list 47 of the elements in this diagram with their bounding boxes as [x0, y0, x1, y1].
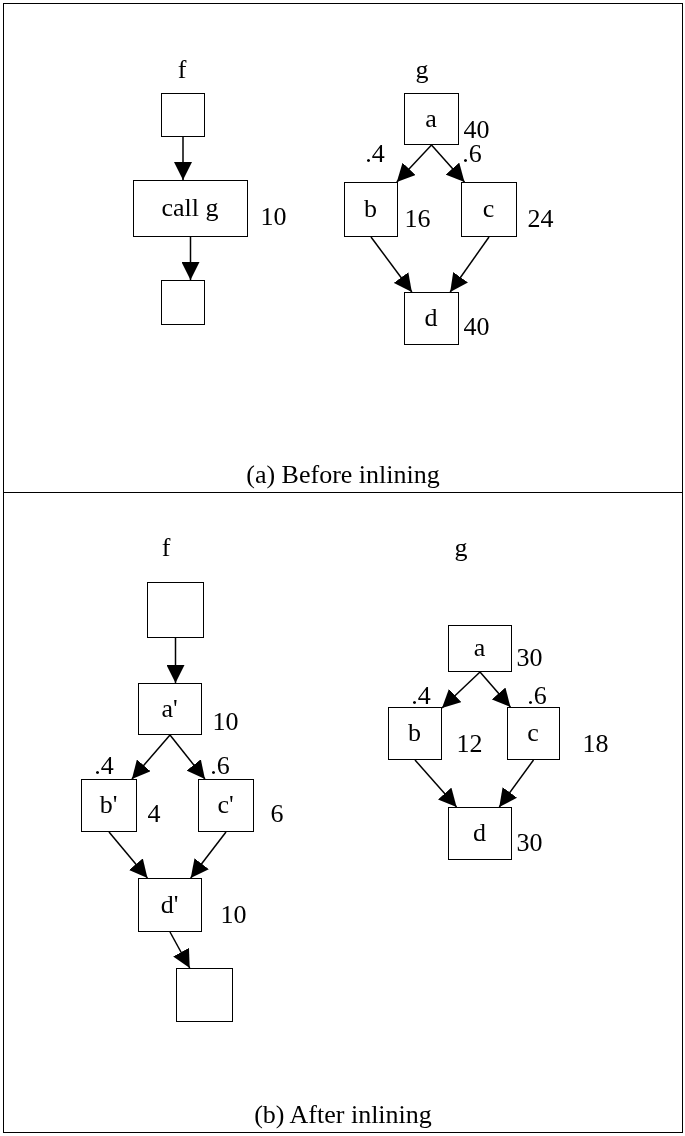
- empty-box: [160, 92, 205, 137]
- arrow: [108, 831, 149, 879]
- arrow: [370, 236, 413, 293]
- edge-label: .4: [365, 141, 385, 167]
- edge-label: .4: [94, 753, 114, 779]
- function-label: g: [454, 535, 468, 561]
- arrow: [189, 831, 227, 879]
- value-label: 16: [404, 205, 431, 232]
- arrow: [441, 671, 481, 709]
- arrow: [430, 144, 466, 183]
- arrow: [166, 637, 185, 684]
- panel-frame: [3, 3, 683, 493]
- value-label: 12: [456, 730, 483, 757]
- arrow: [174, 136, 192, 181]
- arrow: [169, 734, 206, 780]
- edge-label: .6: [527, 683, 547, 709]
- value-label: 40: [463, 313, 490, 340]
- value-label: 10: [260, 203, 287, 230]
- edge-label: .6: [462, 141, 482, 167]
- value-label: 24: [527, 205, 554, 232]
- arrow: [396, 144, 433, 183]
- arrow: [414, 759, 458, 808]
- value-label: 10: [220, 901, 247, 928]
- value-label: 18: [582, 730, 609, 757]
- panel-frame: [3, 492, 683, 1133]
- arrow: [181, 236, 200, 281]
- value-label: 30: [516, 644, 543, 671]
- arrow: [479, 671, 512, 708]
- panel-caption: (b) After inlining: [254, 1101, 432, 1130]
- value-label: 4: [147, 800, 161, 827]
- value-label: 6: [270, 800, 284, 827]
- empty-box: [175, 967, 233, 1022]
- function-label: f: [177, 57, 187, 83]
- function-label: f: [161, 535, 171, 561]
- arrow: [449, 236, 490, 293]
- empty-box: [160, 279, 205, 325]
- value-label: 40: [463, 116, 490, 143]
- panel-caption: (a) Before inlining: [246, 461, 440, 490]
- arrow: [498, 759, 535, 808]
- arrow: [131, 734, 171, 780]
- function-label: g: [415, 57, 429, 83]
- arrow: [169, 931, 191, 969]
- empty-box: [146, 581, 204, 638]
- edge-label: .6: [210, 753, 230, 779]
- value-label: 30: [516, 829, 543, 856]
- value-label: 10: [212, 708, 239, 735]
- edge-label: .4: [411, 683, 431, 709]
